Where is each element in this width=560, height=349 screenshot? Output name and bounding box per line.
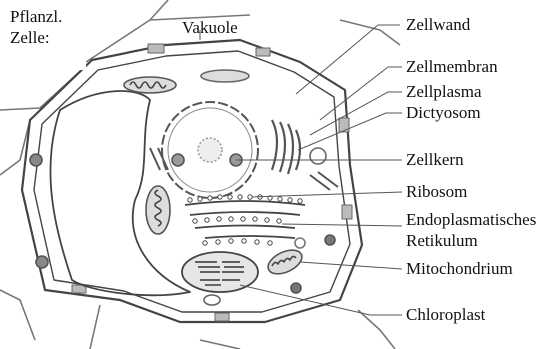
- label-er-line2: Retikulum: [406, 231, 478, 251]
- label-zellplasma: Zellplasma: [406, 82, 482, 102]
- vacuole: [50, 91, 190, 295]
- title-line-1: Pflanzl.: [10, 6, 86, 27]
- dictyosome: [272, 120, 300, 174]
- label-zellkern: Zellkern: [406, 150, 464, 170]
- chloroplast: [182, 252, 258, 292]
- label-chloroplast: Chloroplast: [406, 305, 485, 325]
- mitochondrion-left: [146, 186, 170, 234]
- mitochondrion-top: [124, 77, 176, 93]
- label-dictyosom: Dictyosom: [406, 103, 481, 123]
- label-vakuole: Vakuole: [182, 18, 238, 38]
- label-mitochondrium: Mitochondrium: [406, 259, 513, 279]
- label-er-line1: Endoplasmatisches: [406, 210, 536, 230]
- diagram-title: Pflanzl. Zelle:: [0, 0, 86, 70]
- mitochondrion-right: [264, 245, 305, 278]
- title-line-2: Zelle:: [10, 27, 86, 48]
- nucleus: [162, 102, 258, 198]
- label-ribosom: Ribosom: [406, 182, 467, 202]
- label-zellwand: Zellwand: [406, 15, 470, 35]
- label-zellmembran: Zellmembran: [406, 57, 498, 77]
